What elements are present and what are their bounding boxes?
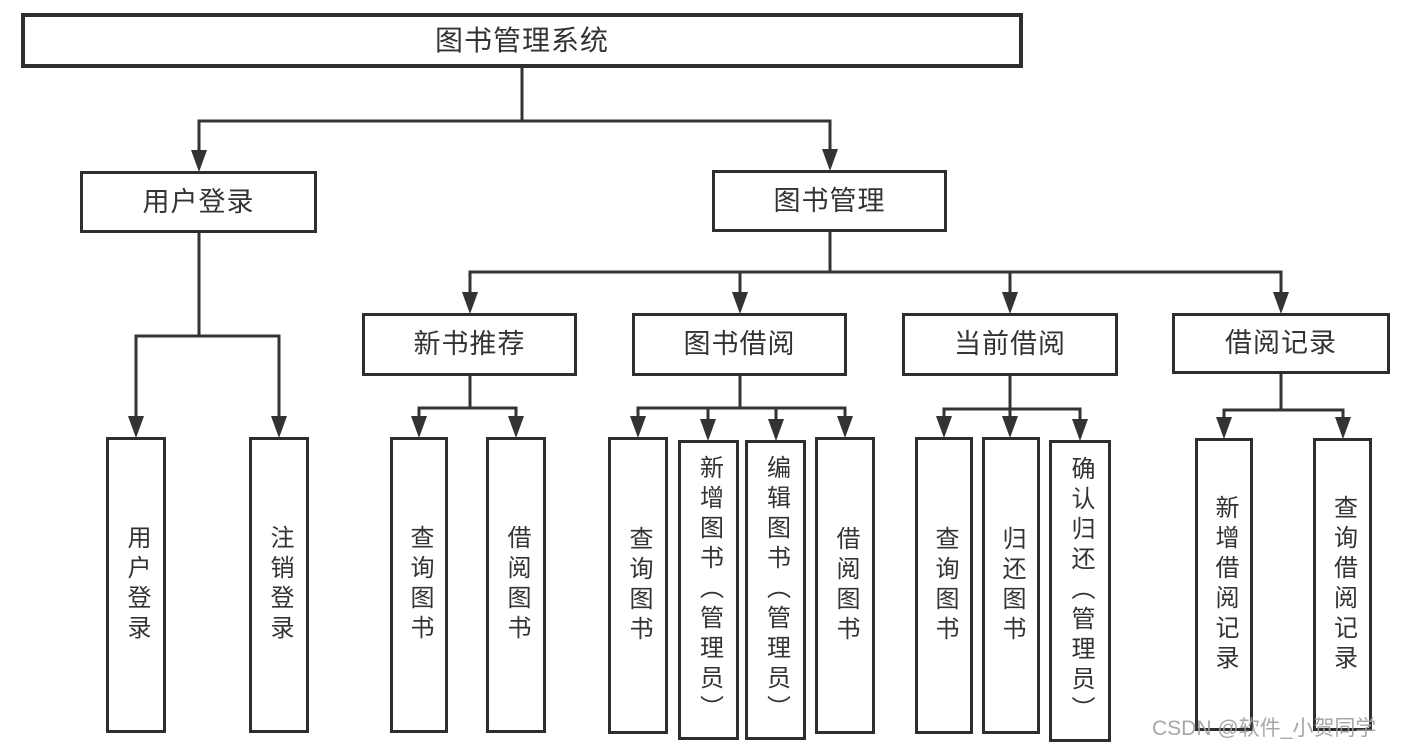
- arrow-down-icon: [630, 416, 646, 438]
- arrow-down-icon: [768, 419, 784, 441]
- watermark: CSDN @软件_小贺同学: [1152, 717, 1377, 740]
- arrow-down-icon: [700, 419, 716, 441]
- leaf-br-add-record: 新增借阅记录: [1195, 438, 1253, 731]
- arrow-down-icon: [128, 416, 144, 438]
- leaf-logout: 注销登录: [249, 437, 309, 733]
- leaf-bb-add-books-admin: 新增图书（管理员）: [678, 440, 739, 740]
- node-user-login: 用户登录: [80, 171, 317, 233]
- arrow-down-icon: [191, 150, 207, 172]
- leaf-br-query-record: 查询借阅记录: [1313, 438, 1372, 731]
- node-new-book-recommend-label: 新书推荐: [413, 329, 526, 359]
- leaf-cb-confirm-return-admin-label: 确认归还（管理员）: [1067, 456, 1094, 726]
- arrow-down-icon: [732, 292, 748, 314]
- arrow-down-icon: [1072, 419, 1088, 441]
- leaf-bb-add-books-admin-label: 新增图书（管理员）: [695, 455, 723, 725]
- node-current-borrowing: 当前借阅: [902, 313, 1118, 376]
- arrow-down-icon: [822, 149, 838, 171]
- leaf-bb-edit-books-admin-label: 编辑图书（管理员）: [762, 455, 790, 725]
- leaf-cb-query-books-label: 查询图书: [931, 525, 958, 646]
- leaf-user-login-label: 用户登录: [123, 525, 150, 645]
- node-library-management-system-label: 图书管理系统: [434, 24, 609, 56]
- leaf-nbr-borrow-books-label: 借阅图书: [503, 525, 530, 645]
- leaf-bb-borrow-books-label: 借阅图书: [832, 525, 859, 646]
- arrow-down-icon: [271, 416, 287, 438]
- leaf-nbr-query-books: 查询图书: [390, 437, 448, 733]
- leaf-nbr-query-books-label: 查询图书: [406, 525, 433, 645]
- arrow-down-icon: [508, 416, 524, 438]
- node-book-management-label: 图书管理: [773, 185, 886, 216]
- arrow-down-icon: [462, 292, 478, 314]
- leaf-br-add-record-label: 新增借阅记录: [1211, 494, 1238, 675]
- node-new-book-recommend: 新书推荐: [362, 313, 577, 376]
- arrow-down-icon: [837, 416, 853, 438]
- node-current-borrowing-label: 当前借阅: [954, 329, 1066, 359]
- leaf-nbr-borrow-books: 借阅图书: [486, 437, 546, 733]
- leaf-bb-borrow-books: 借阅图书: [815, 437, 875, 734]
- node-library-management-system: 图书管理系统: [21, 13, 1023, 68]
- leaf-br-query-record-label: 查询借阅记录: [1329, 494, 1357, 675]
- leaf-bb-query-books: 查询图书: [608, 437, 668, 734]
- node-book-borrowing: 图书借阅: [632, 313, 847, 376]
- node-borrowing-records-label: 借阅记录: [1225, 328, 1337, 358]
- arrow-down-icon: [1335, 417, 1351, 439]
- leaf-cb-return-books: 归还图书: [982, 437, 1040, 734]
- leaf-cb-confirm-return-admin: 确认归还（管理员）: [1049, 440, 1111, 742]
- arrow-down-icon: [1002, 292, 1018, 314]
- arrow-down-icon: [1273, 292, 1289, 314]
- node-user-login-label: 用户登录: [142, 186, 255, 217]
- arrow-down-icon: [1216, 417, 1232, 439]
- leaf-bb-query-books-label: 查询图书: [625, 525, 652, 646]
- arrow-down-icon: [1002, 416, 1018, 438]
- leaf-bb-edit-books-admin: 编辑图书（管理员）: [745, 440, 806, 740]
- node-book-borrowing-label: 图书借阅: [683, 329, 796, 359]
- leaf-logout-label: 注销登录: [266, 525, 293, 645]
- arrow-down-icon: [936, 416, 952, 438]
- node-book-management: 图书管理: [712, 170, 947, 232]
- leaf-user-login: 用户登录: [106, 437, 166, 733]
- leaf-cb-return-books-label: 归还图书: [998, 525, 1025, 646]
- arrow-down-icon: [411, 416, 427, 438]
- leaf-cb-query-books: 查询图书: [915, 437, 973, 734]
- node-borrowing-records: 借阅记录: [1172, 313, 1390, 374]
